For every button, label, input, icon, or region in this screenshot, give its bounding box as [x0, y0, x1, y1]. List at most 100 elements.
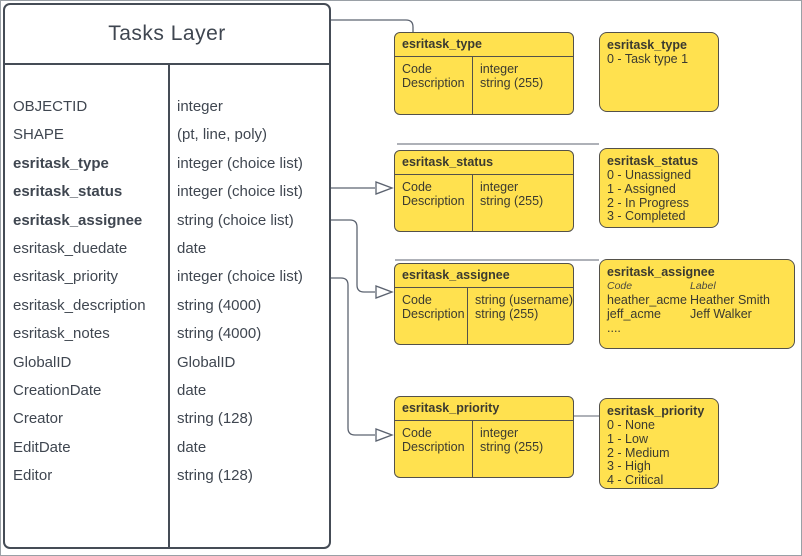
table-row: esritask_type integer (choice list) — [5, 150, 329, 178]
field-name: esritask_type — [13, 154, 109, 172]
connector-type — [331, 19, 414, 32]
field-type: (pt, line, poly) — [177, 126, 268, 144]
table-row: Creator string (128) — [5, 405, 329, 433]
field-type: string (choice list) — [177, 211, 294, 229]
value-item: 2 - Medium — [607, 445, 670, 460]
assignee-code: heather_acme — [607, 292, 687, 307]
value-item: 2 - In Progress — [607, 195, 689, 210]
table-row: OBJECTID integer — [5, 93, 329, 121]
field-type: string (255) — [480, 75, 544, 90]
field-type: integer (choice list) — [177, 154, 303, 172]
field-type: string (255) — [475, 306, 539, 321]
table-row: EditDate date — [5, 434, 329, 462]
table-row: SHAPE (pt, line, poly) — [5, 121, 329, 149]
values-box-title: esritask_status — [607, 154, 699, 168]
field-name: esritask_duedate — [13, 239, 128, 257]
table-row: GlobalID GlobalID — [5, 349, 329, 377]
value-item: 0 - Task type 1 — [607, 52, 689, 66]
field-name: SHAPE — [13, 126, 64, 144]
field-type: date — [177, 239, 207, 257]
tasks-layer-title: Tasks Layer — [5, 5, 329, 65]
field-type: GlobalID — [177, 353, 236, 371]
field-type: integer — [177, 98, 223, 115]
values-box-esritask-priority[interactable]: esritask_priority 0 - None 1 - Low 2 - M… — [599, 398, 719, 489]
values-box-title: esritask_priority — [607, 404, 705, 418]
table-row: esritask_status integer (choice list) — [5, 178, 329, 206]
values-box-esritask-type[interactable]: esritask_type 0 - Task type 1 — [599, 32, 719, 112]
table-row: Editor string (128) — [5, 462, 329, 490]
assignee-label: Heather Smith — [690, 292, 770, 307]
arrowhead-priority — [375, 428, 394, 442]
arrowhead-status — [375, 181, 394, 195]
field-label: Code — [402, 293, 432, 307]
field-type: string (255) — [480, 439, 544, 454]
field-name: CreationDate — [13, 381, 102, 399]
tasks-layer-table[interactable]: Tasks Layer OBJECTID integer SHAPE (pt, li… — [3, 3, 331, 549]
structure-box-title: esritask_priority — [395, 397, 573, 421]
field-type: date — [177, 381, 207, 399]
value-item: 0 - None — [607, 418, 655, 432]
value-item: 1 - Assigned — [607, 181, 676, 196]
field-type: integer (choice list) — [177, 268, 303, 286]
value-item: 4 - Critical — [607, 473, 664, 488]
field-type: string (4000) — [177, 325, 262, 343]
field-type: string (255) — [480, 193, 544, 208]
field-name: EditDate — [13, 438, 71, 456]
field-label: Description — [402, 193, 465, 208]
assignee-label: Jeff Walker — [690, 306, 752, 321]
arrowhead-assignee — [375, 285, 394, 299]
field-type: date — [177, 438, 207, 456]
value-item: 3 - Completed — [607, 209, 686, 224]
value-item: 1 - Low — [607, 431, 648, 446]
tasks-layer-rows: OBJECTID integer SHAPE (pt, line, poly) es… — [5, 65, 329, 490]
field-name: GlobalID — [13, 353, 72, 371]
structure-box-title: esritask_type — [395, 33, 573, 57]
field-label: Description — [402, 439, 465, 454]
field-name: esritask_notes — [13, 325, 110, 343]
field-type: integer (choice list) — [177, 183, 303, 201]
field-type: integer — [480, 180, 519, 194]
column-header-code: Code — [607, 280, 633, 292]
structure-box-title: esritask_assignee — [395, 264, 573, 288]
field-name: esritask_description — [13, 296, 146, 314]
table-row: esritask_duedate date — [5, 235, 329, 263]
values-box-esritask-status[interactable]: esritask_status 0 - Unassigned 1 - Assig… — [599, 148, 719, 228]
field-type: string (4000) — [177, 296, 262, 314]
field-label: Description — [402, 306, 465, 321]
field-type: string (128) — [177, 410, 253, 428]
table-column-divider — [168, 65, 170, 547]
structure-box-title: esritask_status — [395, 151, 573, 175]
field-type: string (128) — [177, 467, 253, 485]
more-values-ellipsis: .... — [607, 320, 621, 335]
field-label: Description — [402, 75, 465, 90]
assignee-code: jeff_acme — [607, 306, 661, 321]
field-label: Code — [402, 426, 432, 440]
field-label: Code — [402, 62, 432, 76]
field-type: integer — [480, 62, 519, 76]
field-name: OBJECTID — [13, 98, 88, 115]
connector-priority — [331, 277, 375, 436]
field-label: Code — [402, 180, 432, 194]
value-item: 0 - Unassigned — [607, 168, 692, 182]
connector-assignee — [331, 219, 375, 293]
field-name: Editor — [13, 467, 53, 485]
values-box-title: esritask_assignee — [607, 265, 715, 279]
field-name: esritask_assignee — [13, 211, 143, 229]
table-row: esritask_notes string (4000) — [5, 320, 329, 348]
column-header-label: Label — [690, 280, 716, 292]
field-name: esritask_status — [13, 183, 123, 201]
table-row: esritask_priority integer (choice list) — [5, 263, 329, 291]
values-box-esritask-assignee[interactable]: esritask_assignee Code Label heather_acm… — [599, 259, 795, 349]
field-type: string (username) — [475, 293, 573, 307]
field-type: integer — [480, 426, 519, 440]
values-box-title: esritask_type — [607, 38, 687, 52]
table-row: CreationDate date — [5, 377, 329, 405]
field-name: esritask_priority — [13, 268, 119, 286]
field-name: Creator — [13, 410, 64, 428]
